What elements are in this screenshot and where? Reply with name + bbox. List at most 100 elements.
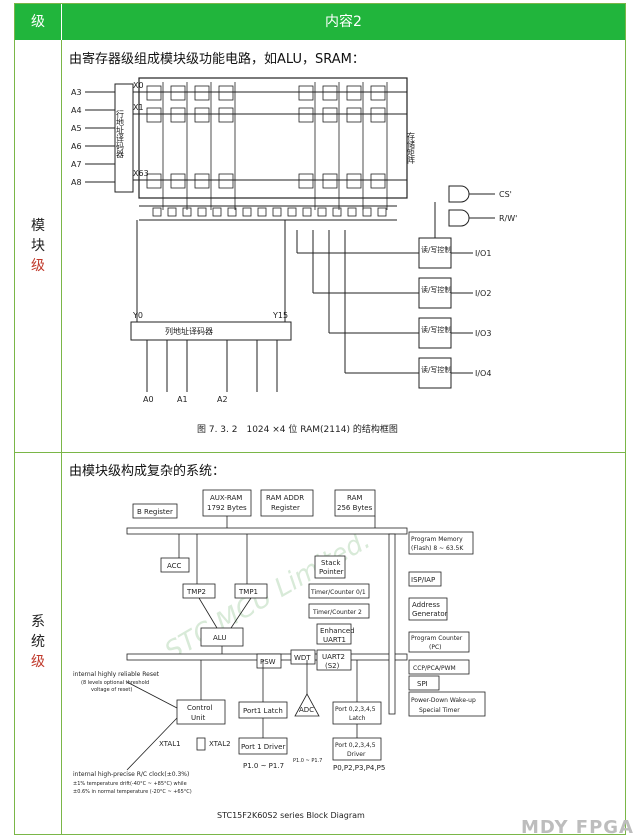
- ram-structure-diagram: A3 A4 A5 A6 A7 A8 X0 X1 X63 Y0 Y15 A0 A1…: [71, 77, 517, 435]
- memory-cell: [218, 173, 234, 189]
- adc: ADC: [299, 706, 314, 714]
- port-driver: Port 0,2,3,4,5: [335, 742, 376, 749]
- reset-note: voltage of reset): [91, 687, 132, 693]
- row-decoder-label: 行地址译码器: [116, 109, 125, 159]
- memory-cell: [322, 173, 338, 189]
- column-transistor: [332, 207, 342, 217]
- ccp: CCP/PCA/PWM: [413, 665, 456, 672]
- memory-cell: [146, 85, 162, 101]
- p-other-label: P0,P2,P3,P4,P5: [333, 764, 385, 772]
- port-driver: Driver: [347, 751, 366, 758]
- uart2: UART2: [322, 653, 345, 661]
- timer01: Timer/Counter 0/1: [310, 589, 366, 596]
- watermark-text: MDY FPGA: [520, 817, 634, 838]
- memory-cell: [194, 85, 210, 101]
- address-generator: Generator: [412, 610, 448, 618]
- io-label: I/O3: [475, 329, 491, 338]
- port1-latch: Port1 Latch: [243, 707, 283, 715]
- y-output-label: Y15: [272, 311, 288, 320]
- rw-label: R/W': [499, 214, 517, 223]
- memory-cell: [322, 107, 338, 123]
- io-label: I/O1: [475, 249, 491, 258]
- p14-label: P1.0 ~ P1.7: [293, 758, 322, 764]
- column-transistor: [227, 207, 237, 217]
- column-transistor: [362, 207, 372, 217]
- xtal1: XTAL1: [159, 740, 181, 748]
- matrix-outline: [138, 77, 408, 199]
- addr-label: A4: [71, 106, 82, 115]
- cs-label: CS': [499, 190, 512, 199]
- control-unit: Control: [187, 704, 212, 712]
- row-decoder-box: [114, 83, 134, 193]
- psw: PSW: [260, 658, 276, 666]
- col-addr-label: A1: [177, 395, 188, 404]
- row2-caption: 由模块级构成复杂的系统：: [69, 464, 226, 479]
- level-char: 系: [31, 614, 45, 630]
- memory-cell: [298, 85, 314, 101]
- program-memory: Program Memory: [411, 536, 463, 543]
- level-char: 级: [31, 258, 45, 274]
- memory-cell: [370, 107, 386, 123]
- p1-label: P1.0 ~ P1.7: [243, 762, 284, 770]
- memory-cell: [146, 173, 162, 189]
- content-table: 级 内容2 模 块 级 由寄存器级组成模块级功能电路，如ALU，SRAM：: [14, 3, 626, 835]
- addr-label: A8: [71, 178, 82, 187]
- row-divider: [15, 452, 625, 453]
- ram: RAM: [347, 494, 362, 502]
- clock-note: ±1% temperature drift(-40°C ~ +85°C) whi…: [73, 781, 187, 787]
- column-transistor: [377, 207, 387, 217]
- acc: ACC: [167, 562, 182, 570]
- col-addr-label: A0: [143, 395, 154, 404]
- column-transistor: [152, 207, 162, 217]
- rw-control-label: 读/写控制: [421, 325, 451, 334]
- rw-control-label: 读/写控制: [421, 285, 451, 294]
- rw-control-label: 读/写控制: [421, 245, 451, 254]
- table-header: 级 内容2: [15, 4, 625, 40]
- memory-cell: [370, 85, 386, 101]
- memory-cell: [170, 107, 186, 123]
- port-latch: Port 0,2,3,4,5: [335, 706, 376, 713]
- memory-cell: [170, 85, 186, 101]
- column-transistor: [212, 207, 222, 217]
- tmp2: TMP2: [186, 588, 206, 596]
- matrix-label: 存储矩阵: [407, 131, 416, 165]
- column-divider: [61, 40, 62, 835]
- port-latch: Latch: [349, 715, 366, 722]
- uart1: Enhanced: [320, 627, 355, 635]
- memory-cell: [194, 107, 210, 123]
- memory-cell: [322, 85, 338, 101]
- stack-pointer: Pointer: [319, 568, 344, 576]
- rw-control-label: 读/写控制: [421, 365, 451, 374]
- reset-note: (8 levels optional threshold: [81, 680, 149, 686]
- header-level: 级: [15, 4, 62, 40]
- ram-addr: Register: [271, 504, 300, 512]
- power-down: Special Timer: [419, 707, 460, 714]
- column-transistor: [257, 207, 267, 217]
- alu: ALU: [213, 634, 226, 642]
- spi: SPI: [417, 680, 428, 688]
- column-transistor: [347, 207, 357, 217]
- column-transistor: [182, 207, 192, 217]
- memory-cell: [298, 173, 314, 189]
- addr-label: A3: [71, 88, 82, 97]
- row2-level-label: 系 统 级: [15, 612, 61, 672]
- y-output-label: Y0: [132, 311, 143, 320]
- memory-cell: [346, 173, 362, 189]
- power-down: Power-Down Wake-up: [411, 697, 476, 704]
- aux-ram: AUX-RAM: [210, 494, 242, 502]
- level-char: 模: [31, 218, 45, 234]
- control-unit: Unit: [191, 714, 206, 722]
- x-output-label: X0: [133, 81, 144, 90]
- ram: 256 Bytes: [337, 504, 373, 512]
- program-counter: Program Counter: [411, 635, 463, 642]
- diagram-title: STC15F2K60S2 series Block Diagram: [217, 811, 365, 820]
- memory-cell: [370, 173, 386, 189]
- clock-note: ±0.6% in normal temperature (-20°C ~ +65…: [73, 789, 192, 795]
- address-generator: Address: [412, 601, 440, 609]
- memory-cell: [194, 173, 210, 189]
- tmp1: TMP1: [238, 588, 258, 596]
- memory-cell: [346, 85, 362, 101]
- port1-driver: Port 1 Driver: [241, 743, 285, 751]
- x-output-label: X63: [133, 169, 149, 178]
- uart1: UART1: [323, 636, 346, 644]
